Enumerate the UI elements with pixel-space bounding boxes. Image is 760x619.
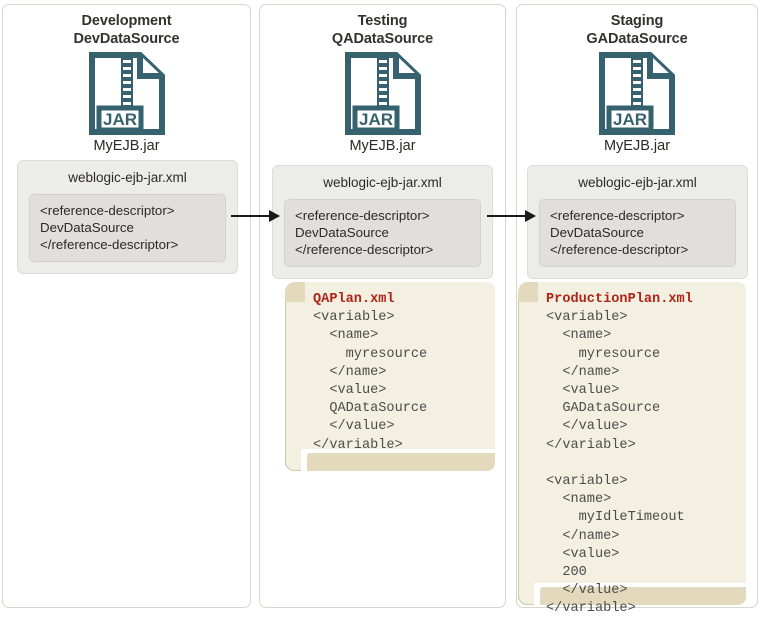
deployment-plan-code-staging: <variable> <name> myresource </name> <va…	[546, 310, 685, 617]
deployment-plan-scroll-staging: ProductionPlan.xml <variable> <name> myr…	[518, 282, 746, 616]
arrow-head-icon	[525, 210, 536, 222]
environment-title-development: Development DevDataSource	[3, 12, 250, 48]
environment-datasource-development: DevDataSource	[73, 31, 180, 47]
deployment-plan-scroll-testing: QAPlan.xml <variable> <name> myresource …	[285, 282, 495, 471]
svg-text:JAR: JAR	[102, 110, 136, 129]
environment-datasource-staging: GADataSource	[586, 31, 688, 47]
environment-name-staging: Staging	[610, 13, 664, 29]
jar-file-icon: JAR	[599, 52, 675, 135]
deployment-plan-text-staging: ProductionPlan.xml <variable> <name> myr…	[546, 291, 740, 619]
scroll-left-edge	[518, 299, 533, 599]
scroll-bottom-curl	[285, 449, 301, 471]
jar-file-icon: JAR	[344, 52, 421, 135]
scroll-surface	[532, 282, 746, 583]
descriptor-code-development: <reference-descriptor> DevDataSource </r…	[29, 194, 226, 262]
environment-title-staging: Staging GADataSource	[517, 12, 757, 48]
artifact-name-testing: MyEJB.jar	[349, 138, 416, 154]
svg-text:JAR: JAR	[358, 110, 392, 129]
artifact-name-staging: MyEJB.jar	[603, 138, 671, 154]
environment-datasource-testing: QADataSource	[331, 31, 434, 47]
scroll-top-curl	[285, 282, 305, 302]
environment-panel-testing: Testing QADataSource JAR MyEJB.jar weblo…	[259, 4, 506, 608]
scroll-bottom-roll	[540, 587, 746, 605]
descriptor-card-development: weblogic-ejb-jar.xml <reference-descript…	[17, 160, 238, 274]
descriptor-code-testing: <reference-descriptor> DevDataSource </r…	[284, 199, 481, 267]
jar-file-icon: JAR	[88, 52, 165, 135]
scroll-bottom-curl	[518, 583, 534, 605]
deployment-plan-code-testing: <variable> <name> myresource </name> <va…	[313, 310, 428, 453]
deployment-plan-text-testing: QAPlan.xml <variable> <name> myresource …	[313, 291, 489, 455]
deployment-plan-filename-staging: ProductionPlan.xml	[546, 292, 693, 307]
scroll-top-curl	[518, 282, 538, 302]
environment-name-development: Development	[81, 13, 172, 29]
environment-title-testing: Testing QADataSource	[260, 12, 505, 48]
scroll-bottom-roll	[307, 453, 495, 471]
svg-text:JAR: JAR	[613, 110, 647, 129]
descriptor-title-testing: weblogic-ejb-jar.xml	[323, 175, 442, 190]
environment-panel-development: Development DevDataSource JAR MyEJB.jar …	[2, 4, 251, 608]
artifact-name-development: MyEJB.jar	[93, 138, 160, 154]
environment-panel-staging: Staging GADataSource JAR MyEJB.jar weblo…	[516, 4, 758, 616]
descriptor-title-development: weblogic-ejb-jar.xml	[68, 170, 187, 185]
descriptor-card-testing: weblogic-ejb-jar.xml <reference-descript…	[272, 165, 493, 279]
descriptor-code-staging: <reference-descriptor> DevDataSource </r…	[539, 199, 736, 267]
descriptor-card-staging: weblogic-ejb-jar.xml <reference-descript…	[527, 165, 748, 279]
arrow-head-icon	[269, 210, 280, 222]
arrow-shaft	[231, 215, 271, 217]
deployment-plan-filename-testing: QAPlan.xml	[313, 292, 395, 307]
scroll-left-edge	[285, 299, 300, 465]
arrow-shaft	[487, 215, 527, 217]
environment-name-testing: Testing	[357, 13, 408, 29]
descriptor-title-staging: weblogic-ejb-jar.xml	[578, 175, 697, 190]
scroll-surface	[299, 282, 495, 449]
